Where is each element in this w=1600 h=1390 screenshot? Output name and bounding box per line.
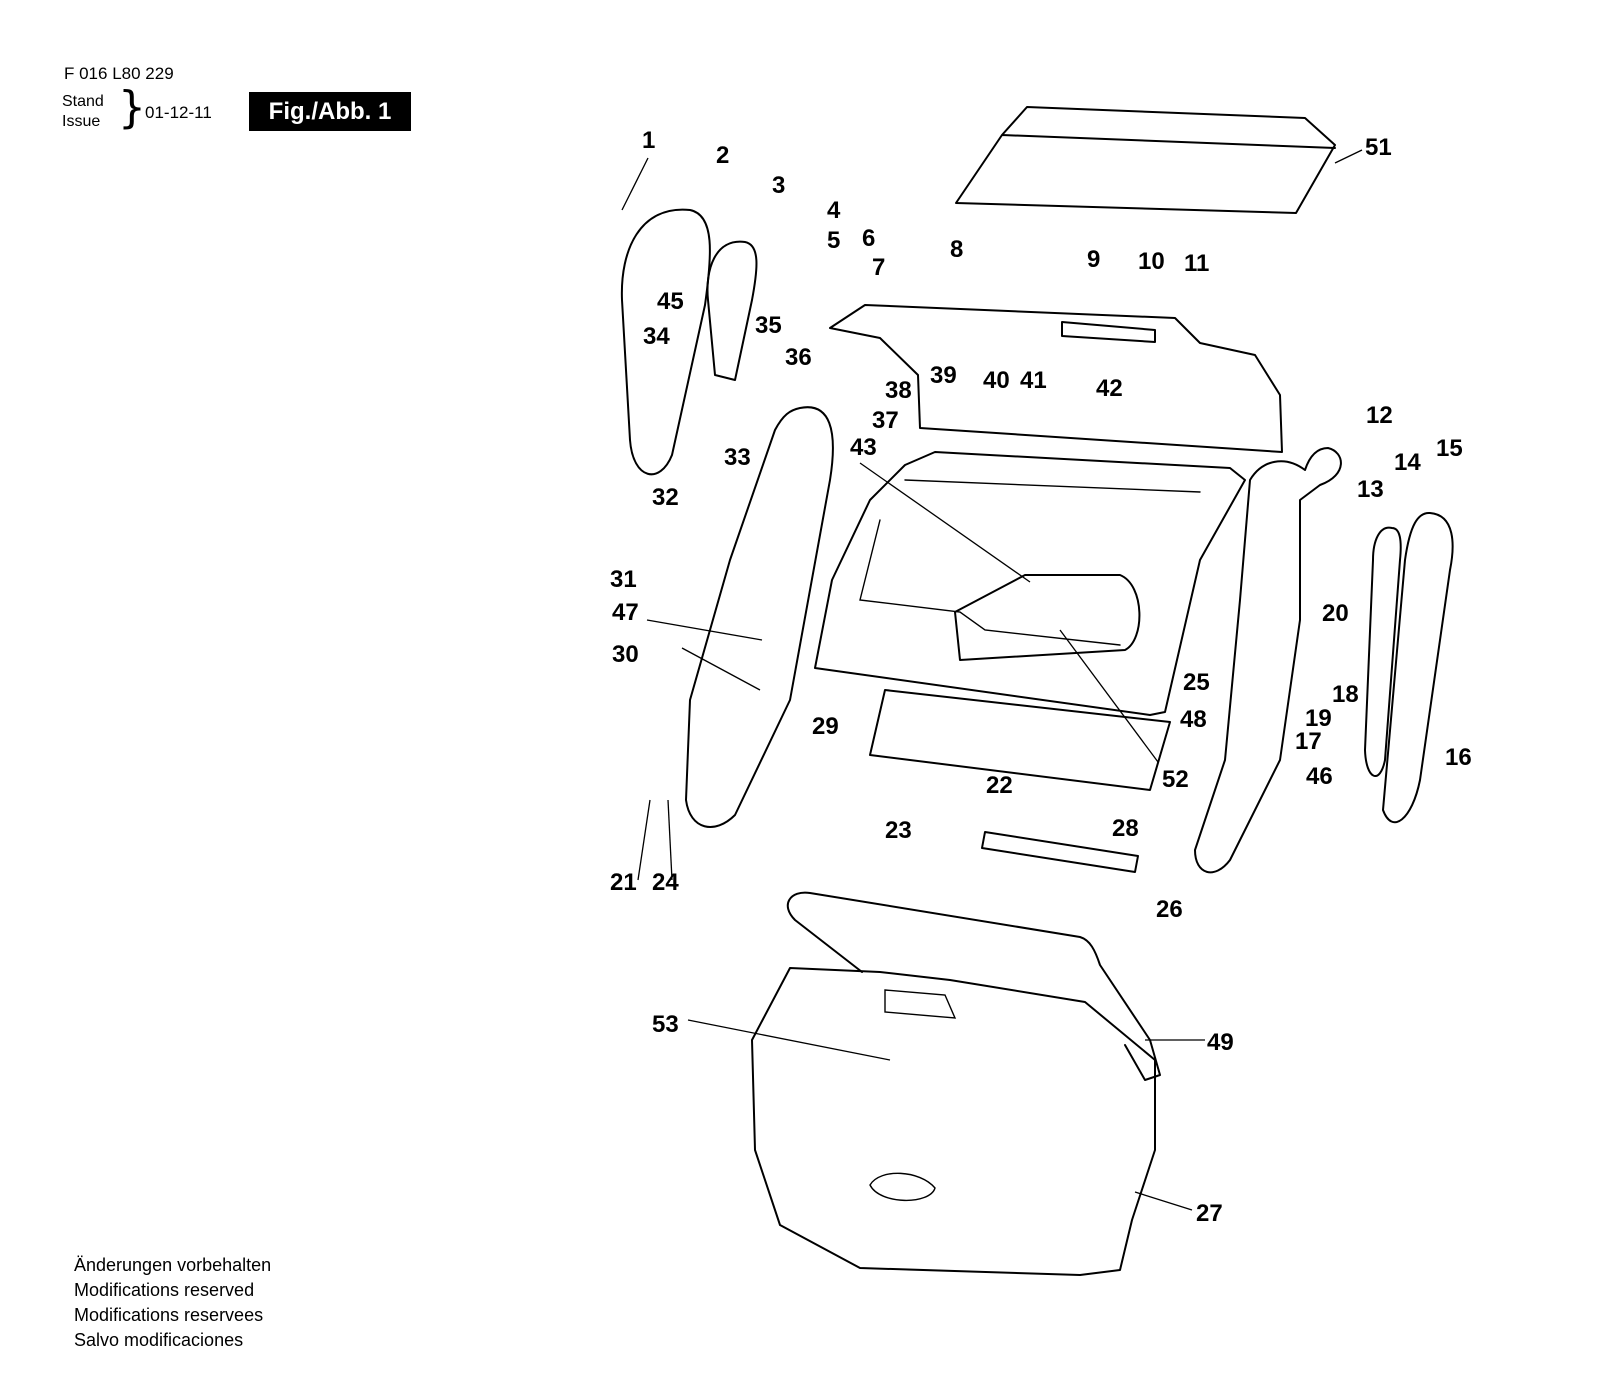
callout-24: 24 bbox=[652, 869, 679, 896]
callout-48: 48 bbox=[1180, 706, 1207, 733]
callout-29: 29 bbox=[812, 713, 839, 740]
callout-15: 15 bbox=[1436, 435, 1463, 462]
callout-labels: 1 2 3 4 5 6 7 8 9 10 11 12 13 14 15 16 1… bbox=[610, 127, 1472, 1227]
leader-30 bbox=[681, 647, 761, 691]
part-roller bbox=[981, 831, 1139, 873]
callout-19: 19 bbox=[1305, 705, 1332, 732]
part-baffle bbox=[954, 574, 1141, 661]
callout-53: 53 bbox=[652, 1011, 679, 1038]
part-grass-bag bbox=[751, 967, 1156, 1276]
part-lower-plate bbox=[869, 689, 1171, 791]
callout-3: 3 bbox=[772, 172, 785, 199]
disclaimer-line-es: Salvo modificaciones bbox=[74, 1330, 244, 1350]
callout-49: 49 bbox=[1207, 1029, 1234, 1056]
issue-date: 01-12-11 bbox=[145, 103, 212, 122]
callout-18: 18 bbox=[1332, 681, 1359, 708]
disclaimer-line-en: Modifications reserved bbox=[74, 1280, 255, 1300]
callout-5: 5 bbox=[827, 227, 840, 254]
brace-symbol: } bbox=[118, 82, 146, 133]
callout-46: 46 bbox=[1306, 763, 1333, 790]
callout-12: 12 bbox=[1366, 402, 1393, 429]
drawing-parts bbox=[620, 106, 1454, 1276]
callout-42: 42 bbox=[1096, 375, 1123, 402]
callout-33: 33 bbox=[724, 444, 751, 471]
callout-14: 14 bbox=[1394, 449, 1421, 476]
leader-47 bbox=[646, 619, 763, 641]
callout-51: 51 bbox=[1365, 134, 1392, 161]
callout-40: 40 bbox=[983, 367, 1010, 394]
leader-43 bbox=[859, 462, 1031, 583]
leader-52 bbox=[1059, 629, 1159, 763]
callout-13: 13 bbox=[1357, 476, 1384, 503]
callout-43: 43 bbox=[850, 434, 877, 461]
callout-45: 45 bbox=[657, 288, 684, 315]
leader-lines bbox=[621, 149, 1363, 1211]
callout-10: 10 bbox=[1138, 248, 1165, 275]
part-grass-bag-handle-opening bbox=[869, 989, 957, 1202]
stand-issue-labels: Stand Issue bbox=[62, 92, 104, 132]
callout-37: 37 bbox=[872, 407, 899, 434]
part-main-housing-inner bbox=[859, 479, 1201, 646]
part-main-housing bbox=[814, 451, 1246, 716]
leader-21-left bbox=[637, 799, 651, 881]
callout-23: 23 bbox=[885, 817, 912, 844]
part-top-plate bbox=[955, 106, 1336, 214]
callout-16: 16 bbox=[1445, 744, 1472, 771]
part-right-cover bbox=[1382, 511, 1454, 824]
leader-24-left bbox=[667, 799, 673, 881]
callout-1: 1 bbox=[642, 127, 655, 154]
part-belt-inner bbox=[706, 240, 758, 381]
callout-47: 47 bbox=[612, 599, 639, 626]
leader-51 bbox=[1334, 149, 1363, 164]
callout-22: 22 bbox=[986, 772, 1013, 799]
leader-1 bbox=[621, 157, 649, 211]
callout-26: 26 bbox=[1156, 896, 1183, 923]
callout-2: 2 bbox=[716, 142, 729, 169]
part-handle bbox=[786, 891, 1161, 1081]
callout-36: 36 bbox=[785, 344, 812, 371]
leader-53 bbox=[687, 1019, 891, 1061]
part-bolt bbox=[1061, 321, 1156, 343]
callout-9: 9 bbox=[1087, 246, 1100, 273]
callout-7: 7 bbox=[872, 254, 885, 281]
callout-52: 52 bbox=[1162, 766, 1189, 793]
callout-38: 38 bbox=[885, 377, 912, 404]
callout-6: 6 bbox=[862, 225, 875, 252]
callout-21: 21 bbox=[610, 869, 637, 896]
callout-25: 25 bbox=[1183, 669, 1210, 696]
callout-8: 8 bbox=[950, 236, 963, 263]
callout-34: 34 bbox=[643, 323, 670, 350]
callout-35: 35 bbox=[755, 312, 782, 339]
callout-11: 11 bbox=[1184, 250, 1209, 277]
issue-label: Issue bbox=[62, 113, 101, 130]
part-left-housing bbox=[685, 406, 834, 828]
callout-28: 28 bbox=[1112, 815, 1139, 842]
disclaimer-line-fr: Modifications reservees bbox=[74, 1305, 264, 1325]
callout-30: 30 bbox=[612, 641, 639, 668]
callout-32: 32 bbox=[652, 484, 679, 511]
part-number: F 016 L80 229 bbox=[64, 64, 174, 83]
part-rear-plate bbox=[829, 304, 1283, 453]
callout-20: 20 bbox=[1322, 600, 1349, 627]
callout-41: 41 bbox=[1020, 367, 1047, 394]
callout-31: 31 bbox=[610, 566, 637, 593]
figure-label: Fig./Abb. 1 bbox=[249, 92, 411, 131]
callout-27: 27 bbox=[1196, 1200, 1223, 1227]
callout-17: 17 bbox=[1295, 728, 1322, 755]
part-belt-outer bbox=[620, 208, 711, 476]
callout-39: 39 bbox=[930, 362, 957, 389]
part-right-housing bbox=[1194, 447, 1342, 874]
disclaimer-line-de: Änderungen vorbehalten bbox=[74, 1255, 272, 1275]
leader-27 bbox=[1134, 1191, 1193, 1211]
stand-label: Stand bbox=[62, 93, 104, 110]
part-right-belt bbox=[1364, 526, 1402, 777]
disclaimer: Änderungen vorbehalten Modifications res… bbox=[74, 1253, 271, 1353]
callout-4: 4 bbox=[827, 197, 841, 224]
